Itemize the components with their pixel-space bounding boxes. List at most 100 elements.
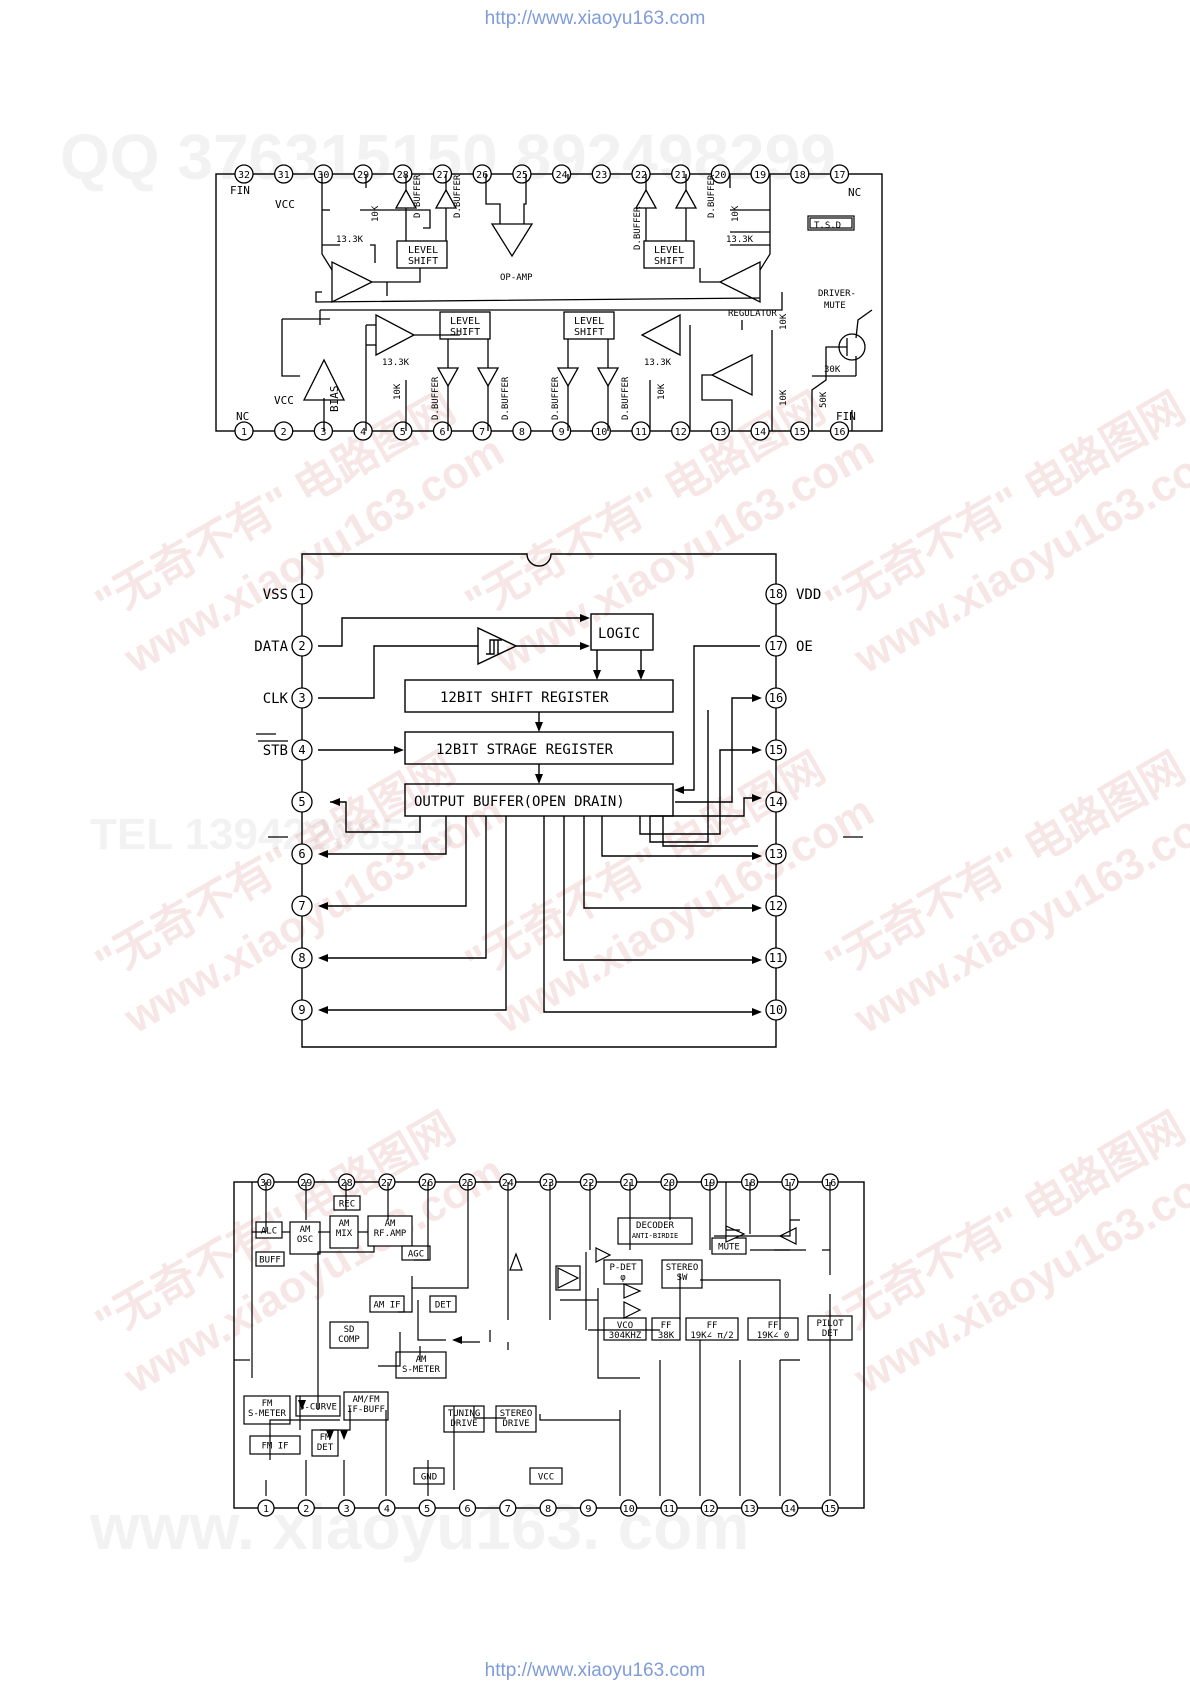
pin-19-number: 19 bbox=[754, 170, 766, 181]
pin3-21-number: 21 bbox=[623, 1178, 635, 1189]
pin3-10: 10 bbox=[620, 1499, 638, 1517]
pin-26-number: 26 bbox=[476, 170, 488, 181]
amp-triangle-0 bbox=[595, 1247, 612, 1263]
pin-16: 16 bbox=[829, 421, 850, 441]
tsd-box bbox=[807, 215, 855, 231]
pin3-23: 23 bbox=[539, 1173, 557, 1191]
block-fm-det-label-0: FM bbox=[320, 1433, 331, 1443]
pin3-26-number: 26 bbox=[421, 1178, 433, 1189]
output-buffer-label: OUTPUT BUFFER(OPEN DRAIN) bbox=[414, 794, 625, 810]
block-fm-s-meter: FMS-METER bbox=[243, 1395, 291, 1425]
pin-23-number: 23 bbox=[595, 170, 607, 181]
pin3-12: 12 bbox=[700, 1499, 718, 1517]
block-gnd-label-0: GND bbox=[421, 1473, 437, 1483]
block-agc: AGC bbox=[401, 1245, 431, 1261]
label-13-3k-2: 13.3K bbox=[726, 235, 754, 245]
right-amp-lower bbox=[640, 313, 681, 357]
pin-right-17-number: 17 bbox=[769, 639, 783, 653]
label-10k-5: 10K bbox=[393, 383, 403, 400]
pin-name-17: OE bbox=[796, 639, 813, 655]
header-url[interactable]: http://www.xiaoyu163.com bbox=[484, 8, 706, 29]
pin-left-8: 8 bbox=[291, 947, 313, 969]
pin-left-4-number: 4 bbox=[298, 743, 305, 757]
block-am-if-label-0: AM IF bbox=[373, 1301, 400, 1311]
pin3-15-number: 15 bbox=[824, 1504, 836, 1515]
pin-27-number: 27 bbox=[436, 170, 448, 181]
ic-package-outline bbox=[215, 173, 883, 432]
label-tsd: T.S.D bbox=[814, 221, 841, 231]
pin-13: 13 bbox=[710, 421, 731, 441]
pin-27: 27 bbox=[432, 164, 453, 184]
label-13-3k-3: 13.3K bbox=[382, 358, 410, 368]
pin3-13: 13 bbox=[740, 1499, 759, 1517]
pin-name-4: STB bbox=[263, 743, 288, 759]
pin-12: 12 bbox=[671, 421, 691, 441]
label-dbuffer-28: D.BUFFER bbox=[413, 174, 423, 218]
pin-28-number: 28 bbox=[397, 170, 409, 181]
pin-2: 2 bbox=[274, 421, 294, 441]
pin-14: 14 bbox=[750, 421, 770, 441]
pin-name-1: VSS bbox=[263, 587, 288, 603]
pin3-23-number: 23 bbox=[542, 1178, 554, 1189]
pin-25: 25 bbox=[512, 164, 532, 184]
pin3-19-number: 19 bbox=[703, 1178, 715, 1189]
block-am-fm-if-buff-label-1: IF-BUFF bbox=[347, 1405, 385, 1415]
d-buffer-7 bbox=[476, 367, 500, 388]
block-stereo-drive-label-1: DRIVE bbox=[502, 1419, 529, 1429]
pin-15-number: 15 bbox=[794, 427, 806, 438]
label-op-amp: OP-AMP bbox=[500, 273, 533, 283]
amp-triangle-2 bbox=[623, 1283, 642, 1299]
pin3-13-number: 13 bbox=[744, 1504, 756, 1515]
pin-10-number: 10 bbox=[595, 427, 607, 438]
pin3-3-number: 3 bbox=[344, 1504, 350, 1515]
ic-package-outline-2 bbox=[301, 553, 777, 1048]
pin-30: 30 bbox=[313, 164, 334, 184]
block-ff38k-label-0: FF bbox=[661, 1321, 672, 1331]
pin-left-9-number: 9 bbox=[298, 1003, 305, 1017]
pin-left-8-number: 8 bbox=[298, 951, 305, 965]
block-alc-label-0: ALC bbox=[261, 1227, 277, 1237]
block-sd-comp-label-1: COMP bbox=[338, 1335, 360, 1345]
pin-25-number: 25 bbox=[516, 170, 528, 181]
pin3-1: 1 bbox=[257, 1499, 275, 1517]
block-ff19k-half-label-1: 19K∠ π/2 bbox=[690, 1331, 733, 1341]
block-am-mix-label-1: MIX bbox=[336, 1229, 353, 1239]
label-30k: 30K bbox=[824, 365, 841, 375]
block-am-if: AM IF bbox=[369, 1295, 405, 1313]
amp-triangle-1 bbox=[623, 1301, 642, 1319]
pin-right-12-number: 12 bbox=[769, 899, 783, 913]
block-mute-label-0: MUTE bbox=[718, 1243, 740, 1253]
label-dbuffer-9: D.BUFFER bbox=[551, 376, 561, 420]
pin-left-6-number: 6 bbox=[298, 847, 305, 861]
label-level-4: LEVEL bbox=[574, 316, 604, 327]
block-tuning-drive-label-0: TUNING bbox=[448, 1409, 481, 1419]
amp-triangle-5 bbox=[509, 1252, 523, 1271]
block-ff38k-label-1: 38K bbox=[658, 1331, 675, 1341]
block-mute: MUTE bbox=[711, 1237, 747, 1255]
pin-9-number: 9 bbox=[559, 427, 565, 438]
block-det-label-0: DET bbox=[435, 1301, 452, 1311]
pin-29-number: 29 bbox=[357, 170, 369, 181]
pin-left-7-number: 7 bbox=[298, 899, 305, 913]
label-shift-4: SHIFT bbox=[574, 327, 604, 338]
pin-8-number: 8 bbox=[519, 427, 525, 438]
pin-left-3-number: 3 bbox=[298, 691, 305, 705]
block-buff-label-0: BUFF bbox=[259, 1256, 281, 1266]
pin-right-14-number: 14 bbox=[769, 795, 783, 809]
pin-right-18: 18 bbox=[765, 583, 787, 605]
shift-register-label: 12BIT SHIFT REGISTER bbox=[440, 690, 609, 706]
pin-left-6: 6 bbox=[291, 843, 313, 865]
footer-url[interactable]: http://www.xiaoyu163.com bbox=[484, 1660, 706, 1681]
block-decoder-label-1: ANTI-BIRDIE bbox=[632, 1232, 678, 1240]
pin-24: 24 bbox=[551, 164, 572, 184]
pin-right-15: 15 bbox=[765, 739, 787, 761]
pin3-11-number: 11 bbox=[663, 1504, 675, 1515]
block-p-det-label-0: P-DET bbox=[609, 1263, 637, 1273]
label-driver: DRIVER- bbox=[818, 289, 856, 299]
